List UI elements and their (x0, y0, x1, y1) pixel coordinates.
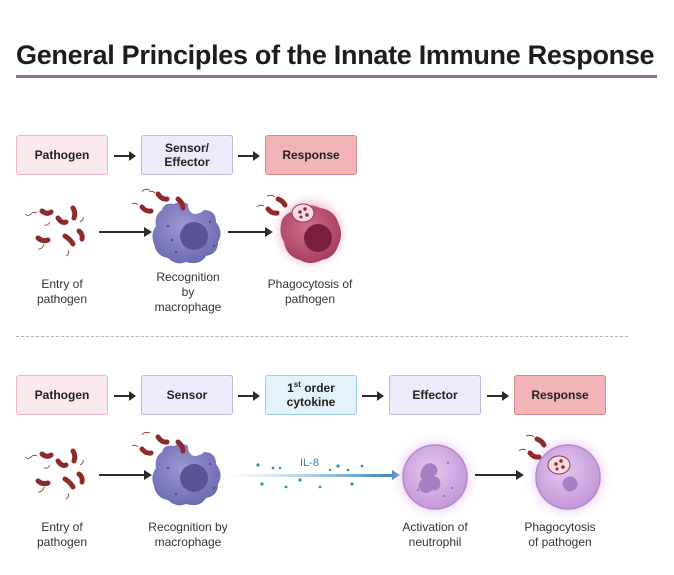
row2-effector-label: Effector (412, 388, 458, 402)
row2-arrow-4 (487, 391, 509, 401)
page-title: General Principles of the Innate Immune … (16, 40, 657, 78)
row2-sensor-box: Sensor (141, 375, 233, 415)
row1-recognition-label: Recognition by macrophage (154, 270, 222, 314)
row1-pathogen-box: Pathogen (16, 135, 108, 175)
row1-arrow-3 (99, 231, 145, 233)
row2-arrow-3 (362, 391, 384, 401)
row2-arrow-1 (114, 391, 136, 401)
row2-cytokine-line1: 1st order (287, 380, 335, 396)
row1-arrow-2 (238, 151, 260, 161)
row2-sensor-label: Sensor (166, 388, 208, 402)
row2-activation-label: Activation of neutrophil (402, 520, 468, 549)
il8-label: IL-8 (300, 457, 319, 469)
cytokine-stream (226, 474, 394, 477)
neutrophil-icon (402, 444, 468, 510)
row2-pathogen-label: Pathogen (34, 388, 90, 402)
row1-pathogen-label: Pathogen (34, 148, 90, 162)
row1-response-box: Response (265, 135, 357, 175)
row1-arrow-4 (228, 231, 266, 233)
row1-arrow-1 (114, 151, 136, 161)
row2-phagocytosis-label: Phagocytosis of pathogen (524, 520, 596, 549)
macrophage-icon (152, 202, 221, 264)
section-divider (16, 336, 628, 337)
row2-recognition-label: Recognition by macrophage (148, 520, 228, 549)
phagocytic-neutrophil-icon (535, 444, 601, 510)
row2-arrow-2 (238, 391, 260, 401)
row1-phagocytosis-label: Phagocytosis of pathogen (267, 277, 353, 306)
row1-response-label: Response (282, 148, 340, 162)
row2-pathogen-box: Pathogen (16, 375, 108, 415)
row2-effector-box: Effector (389, 375, 481, 415)
row2-cytokine-line2: cytokine (286, 395, 336, 409)
row1-sensor-box: Sensor/ Effector (141, 135, 233, 175)
row1-sensor-label: Sensor/ Effector (164, 141, 210, 169)
row2-entry-label: Entry of pathogen (36, 520, 88, 549)
bacteria-icon (35, 205, 85, 247)
row2-cytokine-box: 1st order cytokine (265, 375, 357, 415)
macrophage-icon-2 (152, 444, 221, 506)
row2-response-label: Response (531, 388, 589, 402)
row2-response-box: Response (514, 375, 606, 415)
row1-entry-label: Entry of pathogen (36, 277, 88, 306)
phagocytic-cell-icon (280, 203, 341, 263)
